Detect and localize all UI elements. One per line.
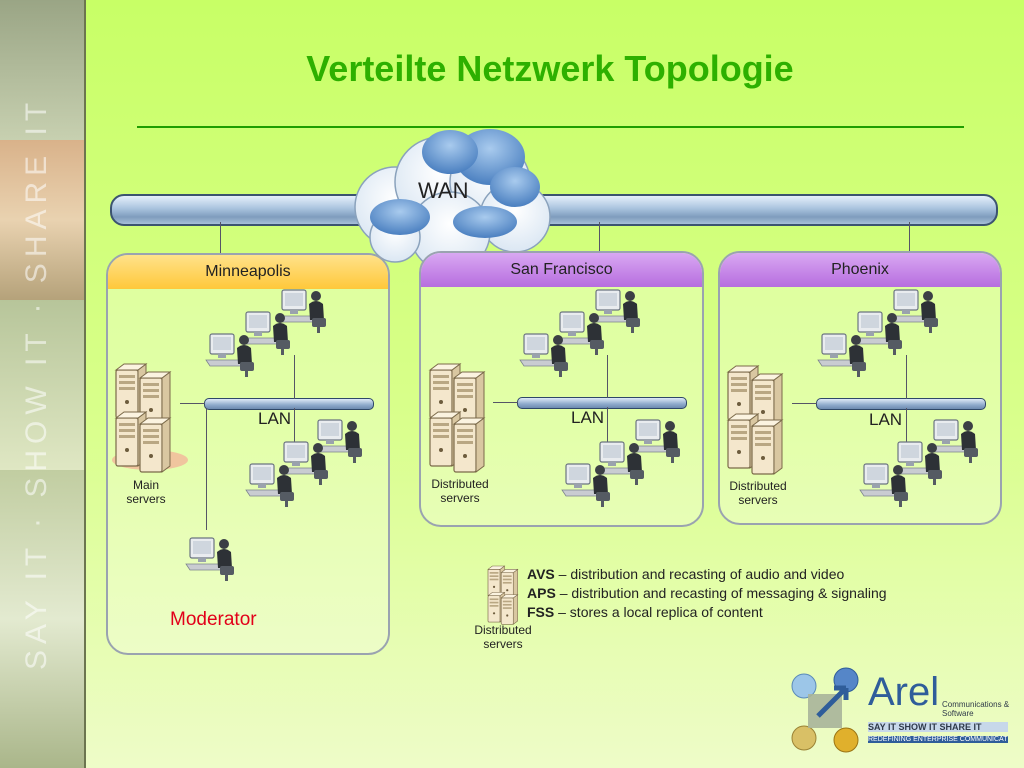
logo-sub: Communications & Software bbox=[942, 700, 1010, 718]
server-label: Distributed servers bbox=[729, 479, 787, 507]
lan-connector bbox=[607, 355, 608, 398]
legend: AVS – distribution and recasting of audi… bbox=[527, 565, 887, 622]
server-label: Main servers bbox=[126, 478, 166, 506]
lan-connector bbox=[607, 407, 608, 447]
workstation-icon bbox=[817, 333, 867, 378]
legend-item: FSS – stores a local replica of content bbox=[527, 604, 763, 620]
lan-connector bbox=[906, 408, 907, 448]
logo-strap: REDEFINING ENTERPRISE COMMUNICATION bbox=[868, 736, 1008, 743]
wan-label: WAN bbox=[418, 178, 469, 203]
workstation-icon bbox=[561, 463, 611, 508]
site-header: Minneapolis bbox=[108, 255, 388, 289]
sidebar-decoration: SAY IT · SHOW IT · SHARE IT bbox=[0, 0, 86, 768]
server-icon bbox=[139, 417, 171, 473]
sidebar-photo bbox=[0, 470, 84, 768]
lan-connector bbox=[493, 402, 518, 403]
arel-logo-icon bbox=[791, 667, 859, 753]
lan-label: LAN bbox=[869, 410, 903, 429]
legend-server-icon bbox=[500, 594, 519, 625]
lan-connector bbox=[294, 355, 295, 399]
lan-connector bbox=[180, 403, 205, 404]
moderator-label: Moderator bbox=[170, 609, 257, 630]
legend-server-label: Distributed servers bbox=[474, 623, 532, 651]
lan-bar-minneapolis bbox=[204, 398, 374, 410]
lan-bar-san-francisco bbox=[517, 397, 687, 409]
logo-name: Arel bbox=[868, 670, 940, 714]
server-icon bbox=[751, 419, 783, 475]
workstation-icon bbox=[245, 463, 295, 508]
lan-connector bbox=[792, 403, 817, 404]
lan-bar-phoenix bbox=[816, 398, 986, 410]
sidebar-photo bbox=[0, 0, 84, 140]
workstation-icon bbox=[205, 333, 255, 378]
lan-label: LAN bbox=[571, 408, 605, 427]
lan-connector bbox=[206, 408, 207, 530]
moderator-workstation-icon bbox=[185, 537, 235, 582]
lan-connector bbox=[294, 408, 295, 448]
wan-connector bbox=[599, 222, 600, 252]
wan-connector bbox=[909, 222, 910, 252]
site-header: San Francisco bbox=[421, 253, 702, 287]
legend-item: APS – distribution and recasting of mess… bbox=[527, 585, 887, 601]
lan-connector bbox=[906, 355, 907, 399]
site-san-francisco: San Francisco bbox=[419, 251, 704, 527]
workstation-icon bbox=[519, 333, 569, 378]
server-label: Distributed servers bbox=[431, 477, 489, 505]
wan-backbone bbox=[110, 194, 998, 226]
logo-tagline: SAY IT SHOW IT SHARE IT bbox=[868, 722, 1008, 732]
slide-title: Verteilte Netzwerk Topologie bbox=[306, 48, 794, 89]
sidebar-photo bbox=[0, 300, 84, 470]
wan-connector bbox=[220, 222, 221, 254]
sidebar-photo bbox=[0, 140, 84, 300]
workstation-icon bbox=[859, 463, 909, 508]
server-icon bbox=[453, 417, 485, 473]
legend-item: AVS – distribution and recasting of audi… bbox=[527, 566, 845, 582]
lan-label: LAN bbox=[258, 409, 292, 428]
title-rule bbox=[137, 126, 964, 128]
site-header: Phoenix bbox=[720, 253, 1000, 287]
